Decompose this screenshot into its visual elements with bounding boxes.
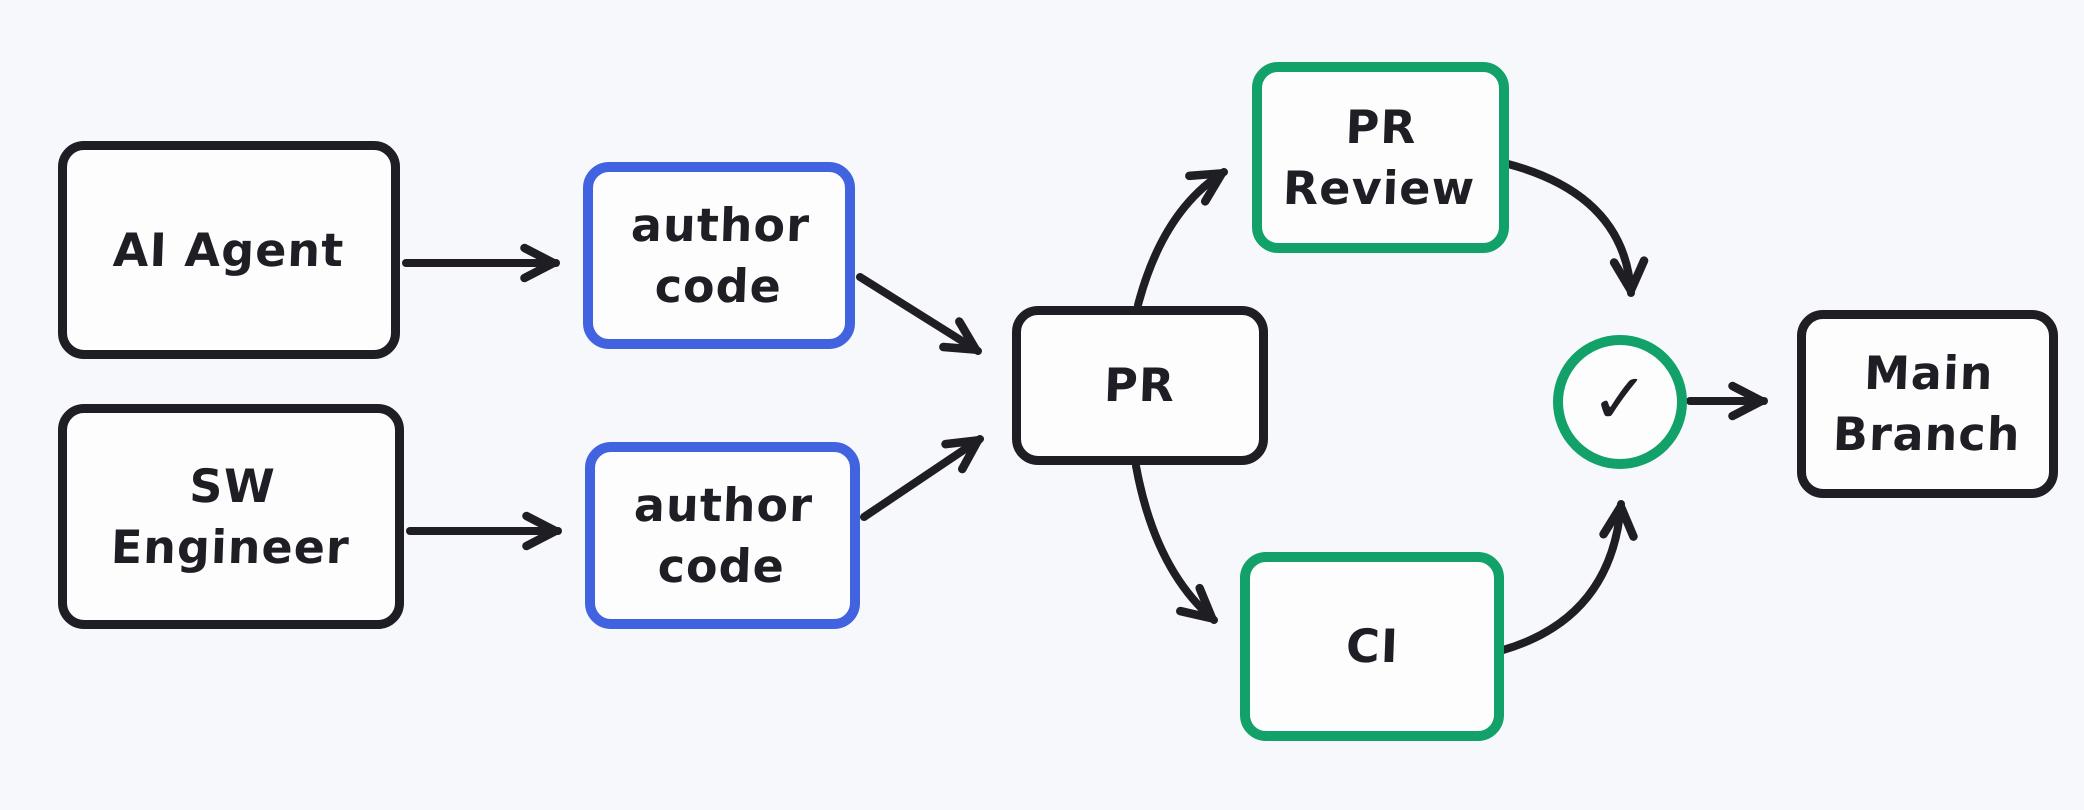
node-label: PR [1103, 358, 1177, 413]
node-main-branch[interactable]: Main Branch [1797, 310, 2058, 498]
node-label: CI [1344, 619, 1400, 674]
node-label: author code [633, 477, 814, 593]
edge-author-code-bottom-to-pr [860, 435, 984, 521]
node-ai-agent[interactable]: AI Agent [58, 141, 400, 359]
check-icon: ✓ [1590, 358, 1650, 440]
edge-pr-to-ci [1132, 462, 1218, 624]
node-pr-review[interactable]: PR Review [1252, 62, 1509, 253]
node-approval-check[interactable]: ✓ [1553, 335, 1687, 469]
node-author-code-bottom[interactable]: author code [585, 442, 860, 629]
node-label: AI Agent [112, 222, 346, 277]
edge-pr-to-pr-review [1134, 168, 1228, 309]
node-ci[interactable]: CI [1240, 552, 1504, 741]
node-label: SW Engineer [109, 458, 351, 574]
node-label: PR Review [1282, 99, 1477, 215]
node-label: Main Branch [1831, 346, 2022, 461]
edge-author-code-top-to-pr [856, 273, 982, 355]
node-author-code-top[interactable]: author code [583, 162, 855, 349]
node-sw-engineer[interactable]: SW Engineer [58, 404, 404, 629]
node-pr[interactable]: PR [1012, 306, 1268, 465]
edge-ci-to-check [1499, 500, 1638, 654]
edge-pr-review-to-check [1504, 160, 1649, 297]
node-label: author code [629, 197, 811, 313]
